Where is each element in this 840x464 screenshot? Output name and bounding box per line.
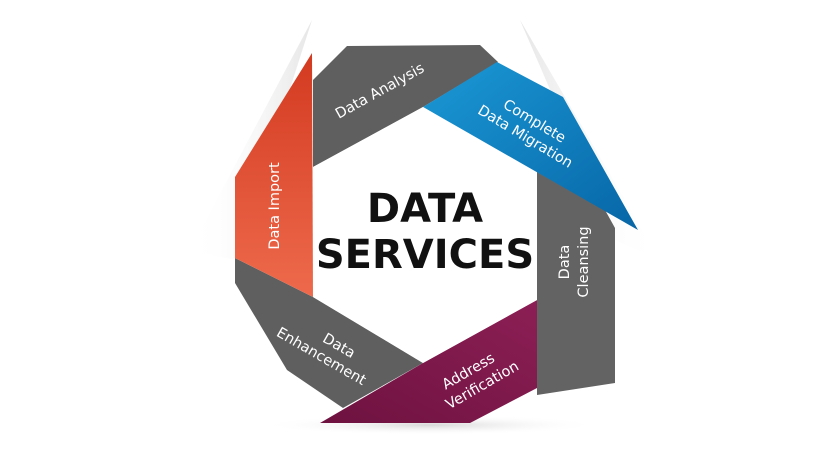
label-data-cleansing: Data Cleansing bbox=[557, 226, 592, 297]
segment-data-migration bbox=[423, 62, 638, 230]
title-line-1: DATA bbox=[367, 186, 483, 232]
center-hexagon bbox=[313, 107, 537, 363]
segment-data-enhancement bbox=[235, 258, 423, 408]
label-data-import: Data Import bbox=[267, 162, 283, 250]
segment-data-cleansing bbox=[537, 172, 615, 395]
segment-data-import bbox=[235, 53, 313, 297]
label-data-cleansing-line-1: Data bbox=[557, 245, 573, 280]
shadow-left bbox=[190, 20, 312, 260]
label-data-cleansing-line-2: Cleansing bbox=[576, 226, 592, 297]
title-line-2: SERVICES bbox=[316, 232, 534, 278]
shadow-right bbox=[520, 20, 660, 260]
segment-data-analysis bbox=[313, 45, 498, 167]
segment-address-verification bbox=[320, 300, 537, 423]
